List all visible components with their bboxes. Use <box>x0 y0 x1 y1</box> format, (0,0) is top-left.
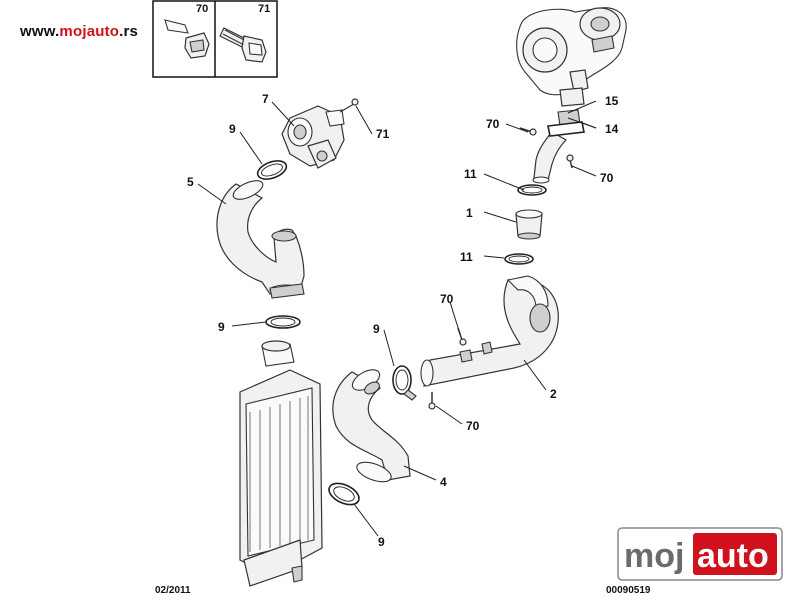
callout-70-a: 70 <box>486 117 500 131</box>
callout-9-b: 9 <box>218 320 225 334</box>
site-url: www.mojauto.rs <box>20 23 138 40</box>
callout-7: 7 <box>262 92 269 106</box>
callout-15: 15 <box>605 94 619 108</box>
leader-lines <box>197 100 597 537</box>
callout-labels: 15 14 70 70 11 1 11 70 2 70 7 71 9 5 9 9… <box>187 92 619 549</box>
callout-14: 14 <box>605 122 619 136</box>
callout-9-a: 9 <box>229 122 236 136</box>
callout-9-c: 9 <box>373 322 380 336</box>
site-url-suffix: .rs <box>119 23 139 40</box>
intake-hose-5 <box>216 180 305 299</box>
callout-70-d: 70 <box>466 419 480 433</box>
hose-clamp-11-lower <box>504 253 534 265</box>
callout-11-b: 11 <box>460 250 473 264</box>
coupling-sleeve-1 <box>515 209 543 240</box>
turbo-outlet-pipe <box>532 109 585 184</box>
screw-70-lower <box>428 392 436 410</box>
diagram-reference: 00090519 <box>606 585 651 596</box>
site-url-brand: mojauto <box>59 23 120 40</box>
screw-70-upper-right <box>566 154 574 169</box>
air-pipe-2 <box>420 275 559 387</box>
callout-11-a: 11 <box>464 167 477 181</box>
inset-clip-icon <box>164 19 210 59</box>
inset-box: 70 71 <box>152 0 278 78</box>
inset-label-71: 71 <box>258 3 270 15</box>
hose-clamp-9-bottom <box>328 482 360 506</box>
hose-clamp-9-throttle <box>256 160 288 180</box>
inset-bolt-icon <box>219 27 267 63</box>
callout-70-b: 70 <box>600 171 614 185</box>
hose-clamp-9-lower-left <box>265 315 301 329</box>
hose-clamp-9-pipe2 <box>392 365 417 401</box>
mojauto-logo: moj auto <box>617 527 783 581</box>
callout-1: 1 <box>466 206 473 220</box>
callout-9-d: 9 <box>378 535 385 549</box>
intake-hose-4 <box>332 369 411 483</box>
turbocharger <box>516 7 627 107</box>
intercooler-fins <box>249 396 309 552</box>
throttle-body-7 <box>281 98 359 169</box>
inset-label-70: 70 <box>196 3 208 15</box>
logo-text-right: auto <box>697 537 769 575</box>
callout-71: 71 <box>376 127 390 141</box>
hose-clamp-11-upper <box>517 184 547 196</box>
screw-70-upper-left <box>519 127 537 136</box>
site-url-prefix: www. <box>20 23 60 40</box>
diagram-date: 02/2011 <box>155 585 191 596</box>
logo-text-left: moj <box>624 537 684 575</box>
callout-70-c: 70 <box>440 292 454 306</box>
callout-2: 2 <box>550 387 557 401</box>
callout-5: 5 <box>187 175 194 189</box>
callout-4: 4 <box>440 475 447 489</box>
intercooler <box>239 340 323 587</box>
